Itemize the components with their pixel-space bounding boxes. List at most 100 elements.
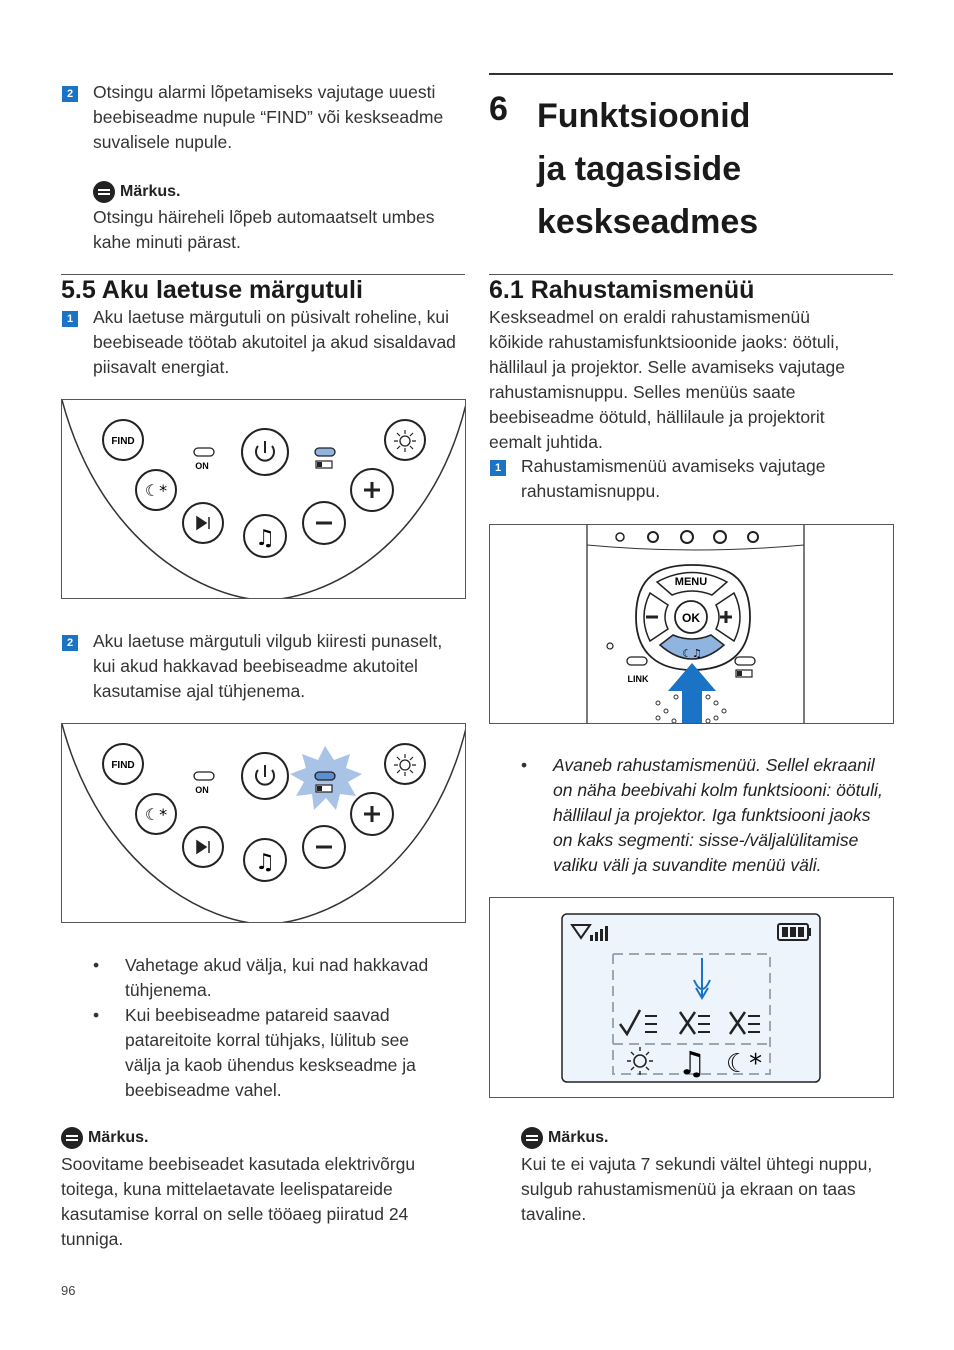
check-icon	[618, 1009, 642, 1037]
night-light-button[interactable]	[384, 743, 426, 785]
link-label: LINK	[628, 674, 649, 684]
night-light-icon	[627, 1047, 653, 1075]
soothe-button[interactable]	[135, 469, 177, 511]
soothe-icon: ☾♫	[682, 647, 702, 660]
find-button[interactable]	[102, 743, 144, 785]
step-text: Aku laetuse märgutuli vilgub kiiresti pu…	[93, 631, 443, 701]
chapter-title-line: keskseadmes	[537, 203, 759, 241]
menu-label: MENU	[675, 576, 707, 588]
soothe-button[interactable]	[658, 634, 726, 660]
lcd-screen	[561, 913, 821, 1083]
music-note-icon: ♫	[255, 526, 275, 551]
note-title: Märkus.	[120, 183, 181, 200]
battery-icon	[735, 669, 753, 678]
moon-stars-icon: ☾*	[145, 805, 167, 824]
bullet-text: Kui beebiseadme patareid saavad patareit…	[125, 1005, 416, 1100]
on-label: ON	[195, 785, 209, 795]
plus-icon	[364, 482, 380, 498]
on-led	[193, 447, 215, 457]
plus-icon	[720, 611, 732, 623]
moon-stars-icon: ☾*	[726, 1049, 762, 1079]
indicator-light	[713, 530, 727, 544]
indicator-light	[680, 530, 694, 544]
step-number: 2	[62, 86, 78, 102]
night-light-icon	[399, 435, 411, 447]
night-light-button[interactable]	[384, 419, 426, 461]
chapter-title-line: Funktsioonid	[537, 97, 751, 135]
bullet-marker: •	[521, 755, 528, 775]
parent-unit-illustration: MENU OK ☾♫ LINK	[586, 525, 805, 723]
intro-text: Keskseadmel on eraldi rahustamismenüü kõ…	[489, 307, 846, 452]
indicator-light	[615, 532, 625, 542]
section-rule	[489, 274, 893, 275]
bullet-marker: •	[93, 1005, 100, 1025]
power-icon	[255, 445, 275, 462]
chapter-title: Funktsioonid ja tagasiside keskseadmes	[537, 90, 758, 249]
step-number: 2	[62, 635, 78, 651]
step-number: 1	[62, 311, 78, 327]
result-text: Avaneb rahustamismenüü. Sellel ekraanil …	[553, 755, 883, 875]
page-number: 96	[61, 1283, 76, 1298]
note-icon	[93, 181, 115, 203]
battery-full-icon	[777, 923, 811, 941]
section-rule	[61, 274, 465, 275]
step-text: Otsingu alarmi lõpetamiseks vajutage uue…	[93, 82, 444, 152]
night-light-icon	[399, 759, 411, 771]
moon-stars-icon: ☾*	[145, 481, 167, 500]
battery-icon	[315, 460, 333, 469]
music-note-icon: ♫	[678, 1044, 707, 1082]
find-label: FIND	[111, 436, 134, 447]
note-icon	[61, 1127, 83, 1149]
note-heading: Märkus.	[61, 1127, 148, 1149]
find-label: FIND	[111, 760, 134, 771]
note-text: Otsingu häireheli lõpeb automaatselt umb…	[93, 207, 435, 252]
indicator-light	[747, 531, 759, 543]
note-heading: Märkus.	[521, 1127, 608, 1149]
menu-button[interactable]	[655, 571, 729, 596]
microphone-hole	[606, 642, 614, 650]
link-led	[626, 656, 648, 666]
play-pause-icon	[196, 515, 210, 531]
signal-icon	[570, 924, 608, 941]
lcd-screen-illustration: ♫ ☾*	[561, 913, 821, 1083]
note-title: Märkus.	[548, 1129, 609, 1146]
cross-icon	[678, 1011, 697, 1035]
lullaby-button[interactable]	[243, 838, 287, 882]
selection-cursor-icon	[693, 958, 711, 1000]
baby-unit-figure: FIND ON ☾* ♫	[61, 399, 466, 599]
bullet-marker: •	[93, 955, 100, 975]
chapter-number: 6	[489, 90, 508, 128]
step-text: Rahustamismenüü avamiseks vajutage rahus…	[521, 456, 826, 501]
battery-led	[734, 656, 756, 666]
on-label: ON	[195, 461, 209, 471]
ok-button[interactable]	[674, 600, 708, 634]
note-title: Märkus.	[88, 1129, 149, 1146]
note-text: Soovitame beebiseadet kasutada elektrivõ…	[61, 1154, 416, 1249]
indicator-light	[647, 531, 659, 543]
find-button[interactable]	[102, 419, 144, 461]
baby-unit-low-battery-figure: FIND ON ☾* ♫	[61, 723, 466, 923]
section-title: 5.5 Aku laetuse märgutuli	[61, 276, 363, 304]
step-number: 1	[490, 460, 506, 476]
music-note-icon: ♫	[255, 850, 275, 875]
lullaby-button[interactable]	[243, 514, 287, 558]
ok-label: OK	[682, 611, 700, 625]
section-title: 6.1 Rahustamismenüü	[489, 276, 755, 304]
power-icon	[255, 769, 275, 786]
battery-led	[314, 447, 336, 457]
speaker-grille	[655, 694, 727, 723]
bullet-text: Vahetage akud välja, kui nad hakkavad tü…	[125, 955, 429, 1000]
cross-icon	[728, 1011, 747, 1035]
battery-icon	[315, 784, 333, 793]
battery-led	[314, 771, 336, 781]
chapter-title-line: ja tagasiside	[537, 150, 742, 188]
parent-unit-figure: MENU OK ☾♫ LINK	[489, 524, 894, 724]
note-heading: Märkus.	[93, 181, 180, 203]
note-text: Kui te ei vajuta 7 sekundi vältel ühtegi…	[521, 1154, 873, 1224]
baby-unit-illustration: FIND ON ☾* ♫	[62, 724, 465, 922]
soothe-button[interactable]	[135, 793, 177, 835]
chapter-rule	[489, 73, 893, 75]
plus-icon	[364, 806, 380, 822]
step-text: Aku laetuse märgutuli on püsivalt roheli…	[93, 307, 456, 377]
on-led	[193, 771, 215, 781]
